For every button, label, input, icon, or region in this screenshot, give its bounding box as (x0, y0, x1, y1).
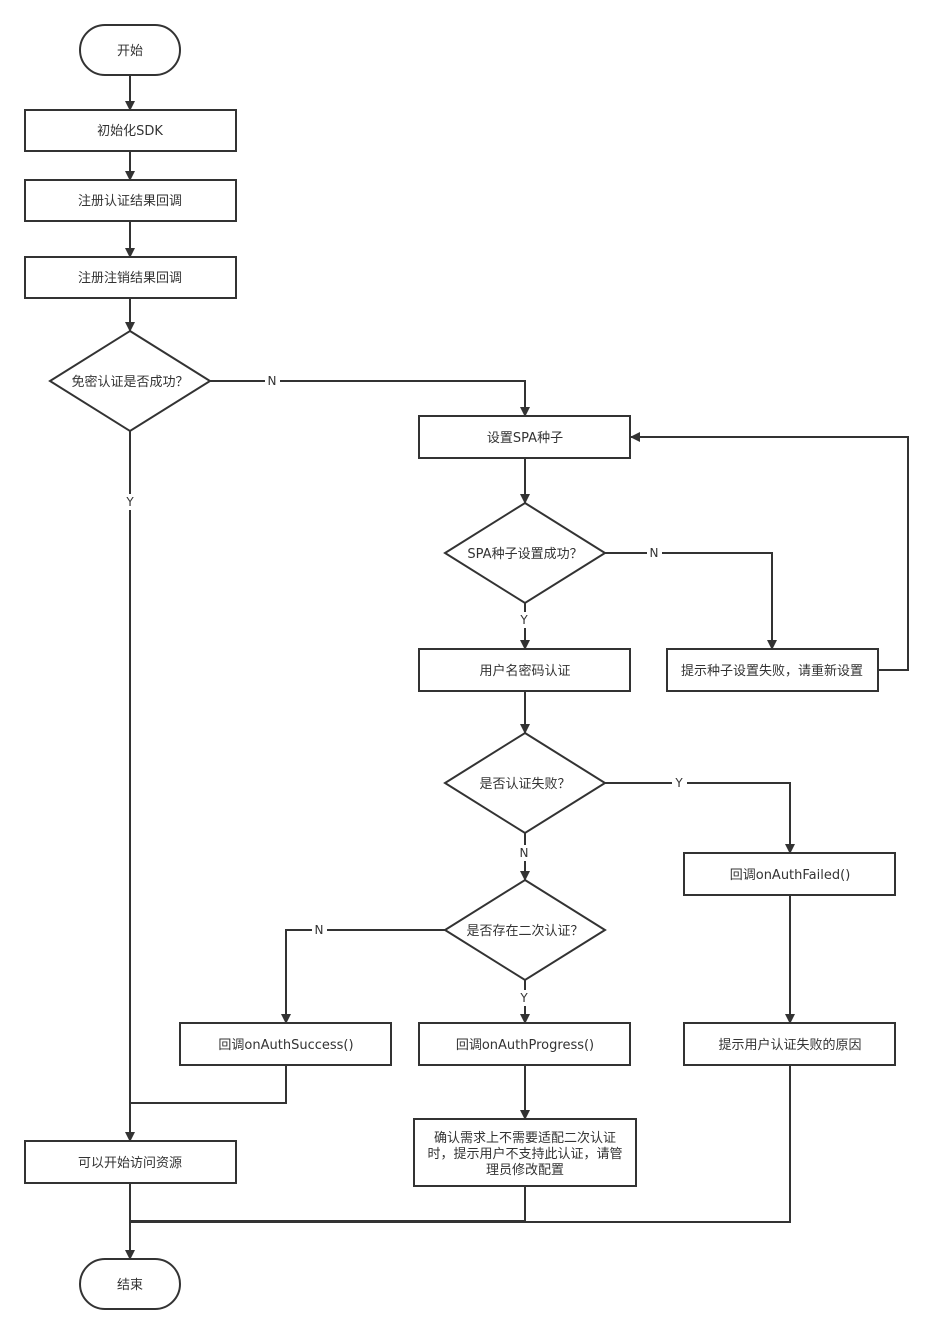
edge-passwordless-no (210, 380, 530, 417)
edge-spa-no (605, 552, 777, 650)
register-auth-callback-label: 注册认证结果回调 (78, 194, 182, 209)
init-sdk-label: 初始化SDK (97, 124, 163, 139)
edge-confirm-end (130, 1186, 526, 1222)
confirm-second-auth-line-1: 确认需求上不需要适配二次认证 (434, 1130, 616, 1146)
access-resources-label: 可以开始访问资源 (78, 1156, 182, 1171)
cb-auth-failed-label: 回调onAuthFailed() (730, 868, 851, 883)
start-label: 开始 (117, 44, 143, 59)
prompt-fail-reason-node: 提示用户认证失败的原因 (683, 1022, 896, 1066)
spa-seed-decision-label: SPA种子设置成功？ (467, 547, 582, 562)
auth-failed-decision-label: 是否认证失败？ (479, 777, 570, 792)
set-spa-seed-label: 设置SPA种子 (487, 431, 563, 446)
edge-prompt-loop (630, 432, 909, 671)
second-auth-decision-node: 是否存在二次认证？ (443, 878, 607, 982)
confirm-second-auth-line-2: 时，提示用户不支持此认证，请管 (427, 1146, 622, 1162)
prompt-fail-reason-label: 提示用户认证失败的原因 (718, 1037, 861, 1053)
cb-auth-success-label: 回调onAuthSuccess() (218, 1038, 353, 1053)
edge-label-passwordless-no: N (268, 374, 277, 388)
access-resources-node: 可以开始访问资源 (24, 1140, 237, 1184)
end-node: 结束 (79, 1258, 181, 1310)
prompt-reset-seed-node: 提示种子设置失败，请重新设置 (666, 648, 879, 692)
init-sdk-node: 初始化SDK (24, 109, 237, 152)
passwordless-decision-node: 免密认证是否成功？ (48, 329, 212, 433)
username-password-auth-node: 用户名密码认证 (418, 648, 631, 692)
spa-seed-decision-node: SPA种子设置成功？ (443, 501, 607, 605)
confirm-second-auth-line-3: 理员修改配置 (486, 1163, 564, 1178)
edge-labels: N Y N Y Y N N Y (123, 373, 687, 1006)
cb-auth-progress-label: 回调onAuthProgress() (456, 1038, 594, 1053)
passwordless-decision-label: 免密认证是否成功？ (71, 374, 188, 390)
register-logout-callback-node: 注册注销结果回调 (24, 256, 237, 299)
edge-label-spa-yes: Y (519, 613, 528, 627)
register-auth-callback-node: 注册认证结果回调 (24, 179, 237, 222)
cb-auth-progress-node: 回调onAuthProgress() (418, 1022, 631, 1066)
start-node: 开始 (79, 24, 181, 76)
confirm-second-auth-node: 确认需求上不需要适配二次认证 时，提示用户不支持此认证，请管 理员修改配置 (413, 1118, 637, 1187)
edge-label-spa-no: N (650, 546, 659, 560)
end-label: 结束 (117, 1278, 143, 1293)
auth-failed-decision-node: 是否认证失败？ (443, 731, 607, 835)
prompt-reset-seed-label: 提示种子设置失败，请重新设置 (681, 663, 863, 679)
register-logout-callback-label: 注册注销结果回调 (78, 271, 182, 286)
edge-label-auth-failed-no: N (520, 846, 529, 860)
edge-label-auth-failed-yes: Y (674, 776, 683, 790)
nodes: 开始 初始化SDK 注册认证结果回调 注册注销结果回调 免密认证是否成功？ 设置… (24, 24, 896, 1310)
edge-reason-end (130, 1065, 791, 1223)
username-password-auth-label: 用户名密码认证 (479, 663, 570, 679)
edge-label-second-auth-no: N (315, 923, 324, 937)
second-auth-decision-label: 是否存在二次认证？ (466, 923, 583, 939)
edge-success-access (130, 1065, 287, 1104)
cb-auth-failed-node: 回调onAuthFailed() (683, 852, 896, 896)
cb-auth-success-node: 回调onAuthSuccess() (179, 1022, 392, 1066)
edge-auth-failed-yes (605, 782, 795, 854)
edge-label-second-auth-yes: Y (519, 991, 528, 1005)
edge-label-passwordless-yes: Y (125, 495, 134, 509)
edge-second-auth-no (281, 929, 445, 1024)
set-spa-seed-node: 设置SPA种子 (418, 415, 631, 459)
